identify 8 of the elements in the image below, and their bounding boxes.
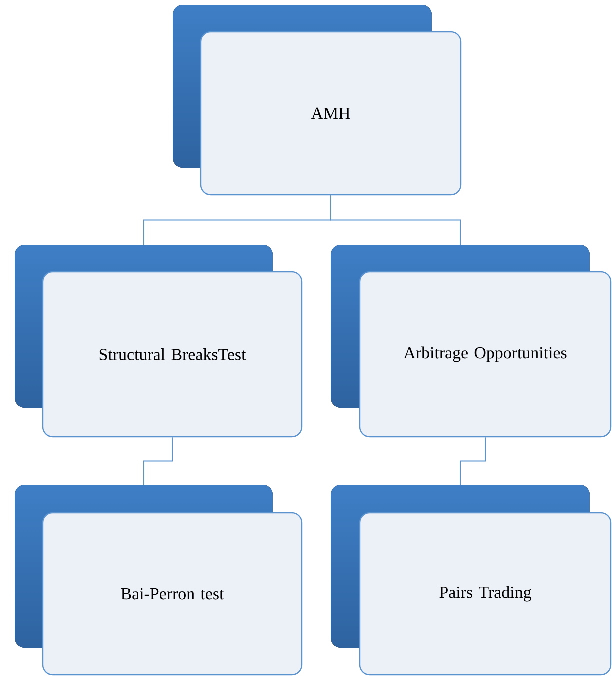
hierarchy-box: Pairs Trading (331, 485, 612, 676)
hierarchy-box: Bai-Perron test (15, 485, 303, 676)
connector-line (330, 195, 461, 246)
hierarchy-box: Structural BreaksTest (15, 245, 303, 438)
connector-line (460, 437, 486, 486)
hierarchy-box: AMH (173, 5, 462, 196)
hierarchy-box: Arbitrage Opportunities (331, 245, 612, 438)
connector-line (144, 437, 173, 486)
